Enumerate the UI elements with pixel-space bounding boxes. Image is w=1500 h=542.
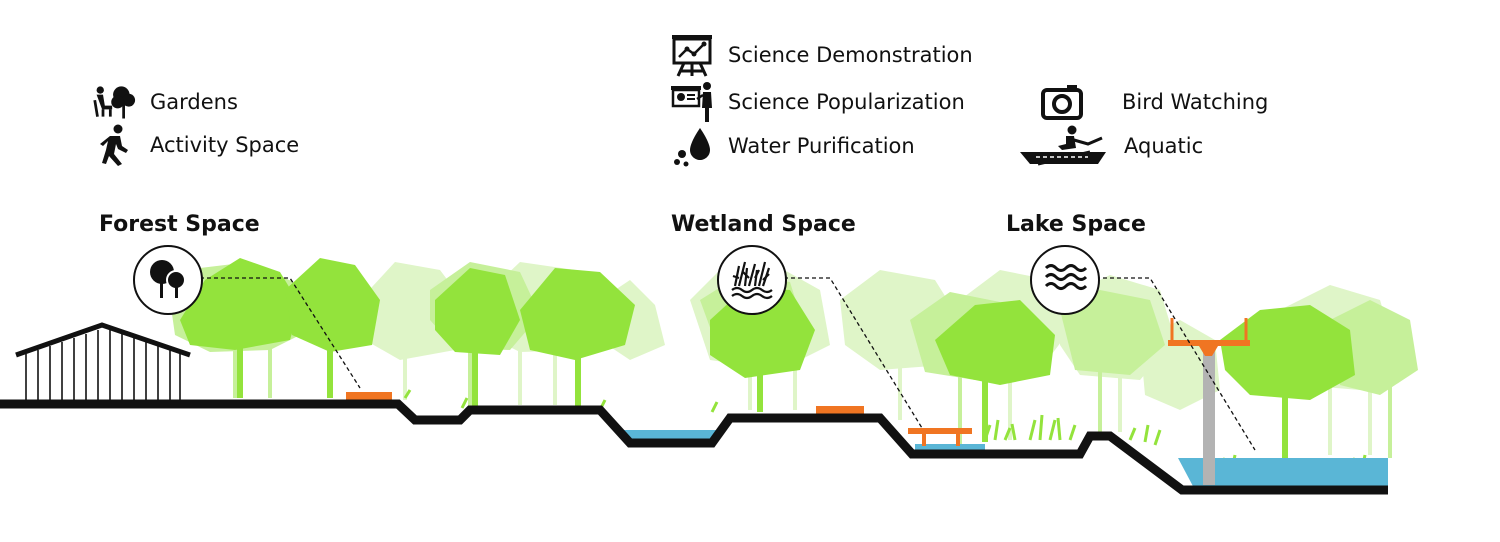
legend-label: Activity Space: [150, 133, 300, 157]
presentation-board-icon: [670, 33, 714, 77]
pond-water: [620, 430, 718, 440]
observation-tower: [1168, 318, 1250, 485]
legend-item-activity-space: Activity Space: [92, 123, 299, 167]
foreground-trunks: [237, 340, 1288, 458]
forest-badge: [133, 245, 203, 315]
zone-title-forest: Forest Space: [99, 212, 260, 237]
legend-item-bird-watching: Bird Watching: [1040, 80, 1268, 124]
legend-item-water-purification: Water Purification: [670, 124, 915, 168]
water-bodies: [620, 430, 1388, 490]
legend-item-aquatic: Aquatic: [1018, 124, 1203, 168]
trees-icon: [146, 256, 190, 305]
tree-canopy: [180, 258, 300, 350]
tree-canopy: [935, 300, 1055, 385]
foreground-trees: [180, 258, 1355, 400]
tree-canopy: [1060, 290, 1165, 375]
legend-label: Water Purification: [728, 134, 915, 158]
pavilion: [15, 322, 191, 400]
leader-lines: [200, 277, 1256, 451]
legend-label: Science Popularization: [728, 90, 965, 114]
lecturer-screen-icon: [670, 80, 714, 124]
zone-title-wetland: Wetland Space: [671, 212, 856, 237]
benches: [346, 392, 972, 446]
waves-icon: [1043, 260, 1088, 301]
legend-item-gardens: Gardens: [92, 80, 238, 124]
reeds-icon: [729, 256, 775, 305]
zone-title-lake: Lake Space: [1006, 212, 1146, 237]
tree-canopy: [435, 268, 520, 355]
lake-water: [1178, 458, 1388, 490]
camera-icon: [1040, 80, 1084, 124]
legend-item-science-popularization: Science Popularization: [670, 80, 965, 124]
tree-canopy: [285, 258, 380, 352]
gardens-icon: [92, 80, 136, 124]
legend-label: Science Demonstration: [728, 43, 973, 67]
water-drop-icon: [670, 124, 714, 168]
tree-canopy: [1220, 305, 1355, 400]
lake-badge: [1030, 245, 1100, 315]
ground-profile: [0, 399, 1388, 495]
wetland-badge: [717, 245, 787, 315]
legend-label: Gardens: [150, 90, 238, 114]
rowing-boat-icon: [1018, 124, 1108, 168]
legend-label: Bird Watching: [1122, 90, 1269, 114]
legend-label: Aquatic: [1124, 134, 1204, 158]
legend-item-science-demonstration: Science Demonstration: [670, 33, 973, 77]
tree-canopy: [520, 268, 635, 360]
running-person-icon: [92, 123, 136, 167]
